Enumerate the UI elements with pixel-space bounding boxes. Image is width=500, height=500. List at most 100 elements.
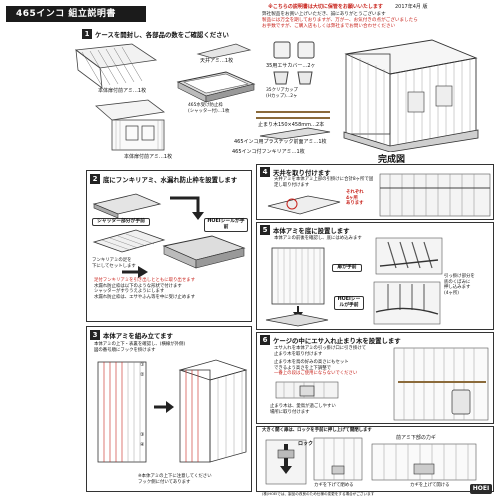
step2-note: シャッターがすりうえようにします	[94, 289, 165, 295]
step4-number: 4	[260, 167, 270, 177]
clear-cup-illustration	[273, 71, 313, 85]
step6-note: できるよう高さを上下調整で	[274, 365, 331, 371]
part-label: 本体扉付前アミ…1枚	[98, 88, 147, 94]
ceiling-detail-illustration	[379, 173, 491, 217]
step3-panel	[86, 326, 252, 492]
step3-number: 3	[90, 330, 100, 340]
step1-heading: 1 ケースを開封し、各部品の数をご確認ください	[82, 29, 229, 39]
shutter-badge: シャッター部分が手前	[92, 218, 150, 226]
part-label: 465水受け防止枠 (シャッター付)…1枚	[188, 103, 230, 114]
step2-number: 2	[90, 174, 100, 184]
step3-heading: 3 本体アミを組み立てます	[90, 330, 173, 340]
door-mesh-illustration	[95, 99, 166, 151]
step5-desc: 本体アミの前後を確認し、底にはめ込みます	[274, 236, 362, 241]
step2-notes: 足付フンキリアミを引き出しとともに取り出せます 水漏れ防止枠は以下のような形状で…	[94, 278, 246, 300]
callout: ③	[140, 432, 145, 438]
page-title: 465インコ 組立説明書	[6, 6, 146, 22]
step3-footer: ※本体アミの上下に注意してください フック側に付いてあります	[138, 474, 212, 485]
lock-label: ロック	[298, 441, 314, 447]
ceiling-hook-illustration	[267, 195, 341, 215]
callout: ②	[140, 372, 145, 378]
step3-title: 本体アミを組み立てます	[103, 331, 173, 340]
front-door-badge: 扉が手前	[332, 264, 362, 272]
part-label: 本体扉付前アミ…1枚	[124, 154, 173, 160]
step3-desc2: 図の番号順にフックを掛けます	[94, 348, 156, 353]
ceiling-mesh-illustration	[196, 43, 252, 59]
step3-desc: 本体アミの上下・表裏を確認し、(横線が外側)	[94, 342, 186, 347]
hoei-badge: HOEIシールが手前	[334, 296, 364, 310]
part-label: 天井アミ…1枚	[200, 58, 234, 64]
step4-heading: 4 天井を取り付けます	[260, 167, 331, 177]
step6-number: 6	[260, 335, 270, 345]
step1-title: ケースを開封し、各部品の数をご確認ください	[95, 30, 229, 39]
feeder-illustration	[275, 381, 339, 399]
step2-note: 水漏れ防止枠は、エサやふん等を中に受け止めます	[94, 294, 195, 300]
step6-desc2: 止まり木を取り付けます	[274, 352, 323, 357]
part-label: 465インコ付フンキリアミ…1枚	[232, 149, 305, 155]
base-closeup-illustration	[373, 281, 441, 325]
hoei-badge: HOEIシールが手前	[204, 218, 248, 232]
step2-note: 水漏れ防止枠は以下のような形状で付けます	[94, 283, 182, 289]
step4-desc: 天井アミを本体アミ上部の引掛けに合計8ヶ所で固定し取り付けます	[274, 177, 374, 188]
fun-label: フンキリアミの足を 下にしてセットします	[92, 258, 136, 269]
step1-number: 1	[82, 29, 92, 39]
arrow-icon	[154, 401, 174, 413]
perch-illustration	[256, 111, 330, 119]
mesh-assembly-b	[178, 359, 248, 463]
step5-title: 本体アミを底に設置します	[273, 226, 350, 235]
dropping-mesh-illustration	[259, 127, 331, 140]
step4-title: 天井を取り付けます	[273, 168, 331, 177]
step2-panel	[86, 170, 252, 322]
footer-note: (株)HOEIでは、製品の改良のため仕様の変更をする場合がございます	[262, 492, 375, 496]
part-label: 35用エサカバー…2ヶ	[266, 63, 316, 69]
step5-heading: 5 本体アミを底に設置します	[260, 225, 350, 235]
header-note-line: 製品には万全を期しておりますが、万が一、お気付きの点がございましたら	[262, 18, 418, 23]
door-note: 大きく開く扉は、ロックを手前に押し上げて開閉します	[262, 428, 372, 433]
hoei-logo: HOEI	[470, 484, 492, 494]
door-closed-illustration	[313, 437, 363, 481]
step6-note: 止まり木を鳥の好みの高さにもセット	[274, 360, 349, 365]
callout: ①	[140, 362, 145, 368]
front-mesh-illustration	[74, 43, 158, 89]
arrow-icon	[170, 196, 204, 220]
step2-heading: 2 底にフンキリアミ、水漏れ防止枠を設置します	[90, 174, 237, 184]
bottom-panel	[256, 426, 494, 492]
step5-hook-note: 引っ掛け部分を 底のくぼみに 押し込みます (4ヶ所)	[444, 274, 475, 296]
door-open-illustration	[371, 443, 477, 481]
open-label: カギを上げて開ける	[410, 483, 450, 488]
tray-frame-illustration	[176, 71, 256, 103]
header-note-line: 弊社製品をお買い上げいただき、誠にありがとうございます	[262, 12, 386, 17]
step5-number: 5	[260, 225, 270, 235]
step6-note2: 止まり木は、愛鳥が過ごしやすい 場所に取り付けます	[270, 404, 336, 415]
step6-note: 一番上の段はご使用にならないでください	[274, 371, 358, 377]
cage-on-base-illustration	[265, 247, 329, 327]
arrow-icon	[122, 266, 148, 278]
part-label: 35クリアカップ (Hカップ)…2ヶ	[266, 88, 298, 99]
completed-cage-illustration	[343, 39, 479, 152]
mesh-assembly-a	[97, 361, 147, 463]
step6-desc: エサ入れを本体アミの引っ掛け口に引き掛けて	[274, 346, 367, 351]
header-notes: 弊社製品をお買い上げいただき、誠にありがとうございます 製品には万全を期しており…	[262, 12, 494, 30]
front-lock-label: 前アミ下部の力ギ	[396, 435, 436, 441]
dropping-grid-illustration	[92, 229, 166, 253]
part-label: 止まり木150×458mm…2本	[258, 122, 325, 128]
tray-illustration	[162, 235, 246, 269]
step2-title: 底にフンキリアミ、水漏れ防止枠を設置します	[103, 175, 238, 184]
header-note-line: お手数ですが、ご購入店もしくは弊社までお問い合わせください	[262, 24, 396, 29]
step5-panel	[256, 222, 494, 330]
callout: ④	[140, 442, 145, 448]
shutter-frame-illustration	[92, 193, 162, 219]
step6-title: ケージの中にエサ入れ止まり木を設置します	[273, 336, 401, 345]
keep-note: ※こちらの説明書は大切に保管をお願いいたします	[268, 4, 383, 10]
feed-cover-illustration	[273, 41, 315, 59]
step6-panel	[256, 332, 494, 424]
lock-illustration	[265, 439, 307, 485]
perch-placement-illustration	[393, 347, 489, 421]
step4-note: それぞれ 4ヶ所 あります	[346, 190, 364, 207]
step6-heading: 6 ケージの中にエサ入れ止まり木を設置します	[260, 335, 401, 345]
part-label: 465インコ用プラスチック前面アミ…1枚	[234, 139, 327, 145]
version-note: 2017年4月 版	[395, 4, 428, 10]
hook-closeup-illustration	[375, 237, 443, 275]
close-label: カギを下げて閉める	[314, 483, 354, 488]
step2-note: 足付フンキリアミを引き出しとともに取り出せます	[94, 278, 195, 283]
